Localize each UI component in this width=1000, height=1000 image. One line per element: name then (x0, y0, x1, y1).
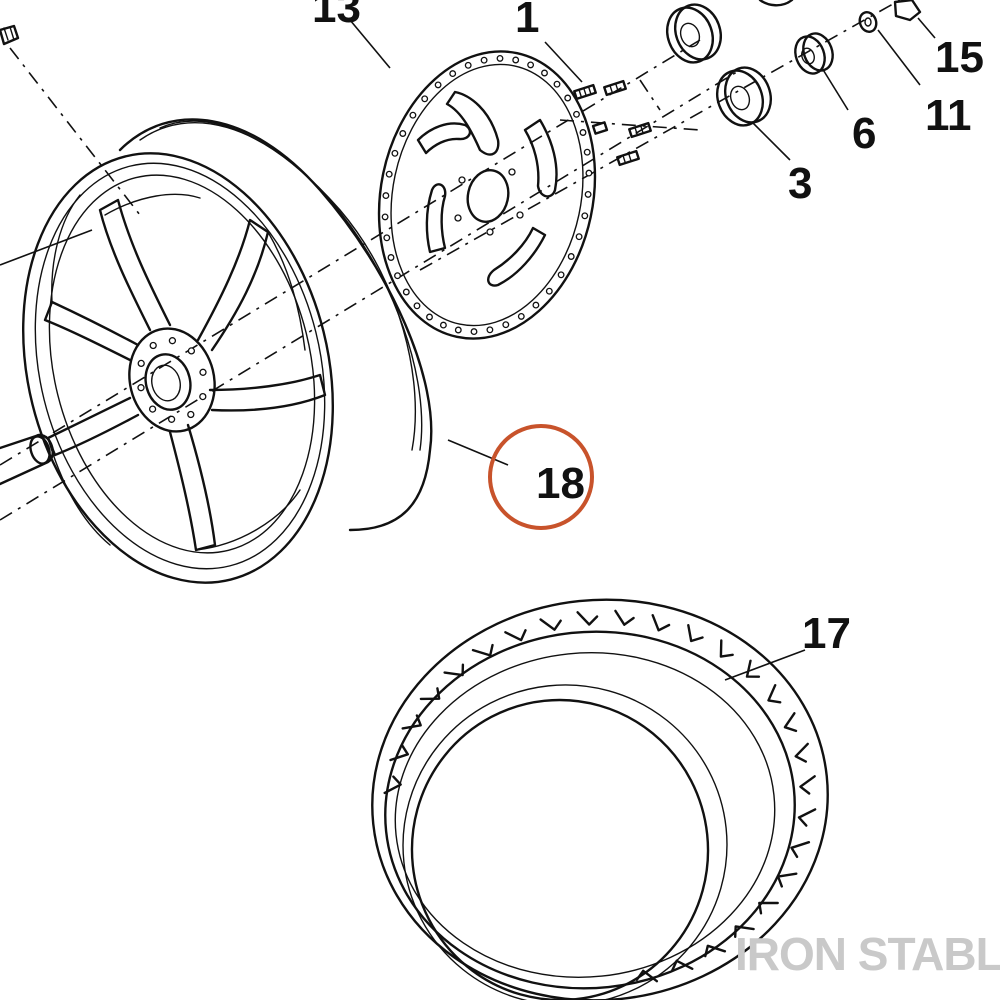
rotor-vent-hole (464, 61, 472, 69)
tread-block (671, 959, 694, 972)
rotor-vent-hole (399, 130, 407, 137)
hub-bolt-hole (187, 410, 195, 419)
rotor-vent-hole (470, 328, 478, 336)
hub-bolt-hole (199, 392, 207, 401)
tread-block (389, 744, 409, 762)
rotor-vent-hole (421, 95, 429, 103)
rotor-vent-hole (564, 94, 572, 102)
assembly-centerlines (0, 0, 901, 521)
rotor-vent-hole (567, 253, 575, 260)
tread-block (767, 684, 782, 704)
tread-block (539, 618, 562, 631)
rotor-vent-hole (409, 111, 417, 119)
rotor-vent-hole (553, 80, 561, 88)
highlight-circle (488, 424, 594, 530)
callout-3: 3 (788, 159, 812, 208)
rotor-vent-hole (383, 234, 391, 242)
rotor-vent-hole (579, 129, 587, 136)
tread-block (443, 663, 465, 677)
callout-17: 17 (802, 609, 851, 658)
rotor-vent-hole (382, 192, 390, 200)
rotor-vent-hole (394, 272, 401, 280)
rotor-vent-hole (532, 301, 540, 309)
tread-block (383, 775, 402, 795)
spacer-icon (758, 0, 922, 75)
tread-block (799, 775, 816, 795)
valve-stem-icon (0, 24, 20, 46)
leader-lines (0, 17, 936, 681)
rotor-vent-hole (545, 287, 553, 295)
screw-icon (573, 79, 652, 167)
tire-icon (371, 598, 829, 1000)
tread-block (776, 872, 798, 888)
rotor-vent-hole (480, 56, 488, 64)
hub-bolt-hole (148, 405, 157, 413)
callout-labels: 13 1 15 11 6 3 18 17 (312, 0, 984, 658)
rotor-vent-hole (402, 288, 410, 296)
rotor-vent-hole (486, 326, 494, 334)
rotor-vent-hole (583, 148, 591, 156)
callout-18: 18 (536, 459, 585, 508)
rotor-vent-hole (541, 69, 548, 77)
rotor-vent-hole (585, 169, 593, 177)
watermark-text: IRON STABLE (735, 928, 1000, 980)
tread-block (794, 742, 809, 763)
rotor-vent-hole (557, 271, 565, 279)
tread-block (635, 969, 659, 983)
rotor-vent-hole (434, 81, 442, 89)
tread-block (734, 925, 755, 938)
tread-block (419, 687, 441, 701)
hub-bolt-hole (168, 337, 177, 345)
tread-block (651, 614, 671, 632)
hub-bolt-hole (187, 347, 196, 355)
rotor-vent-hole (449, 70, 457, 78)
rotor-vent-hole (381, 213, 389, 221)
tread-block (471, 643, 494, 657)
hub-bolt-hole (137, 384, 145, 392)
rotor-vent-hole (439, 321, 447, 329)
rotor-vent-hole (584, 190, 592, 198)
rotor-vent-hole (454, 326, 462, 334)
bearing-icon (666, 3, 772, 127)
rotor-vent-hole (573, 110, 580, 118)
rotor-vent-hole (385, 170, 393, 178)
tread-block (758, 901, 779, 915)
tread-block (790, 841, 811, 859)
rotor-vent-hole (581, 212, 589, 220)
rotor-vent-hole (387, 254, 395, 261)
callout-6: 6 (852, 109, 876, 158)
wheel-rim-icon (21, 118, 433, 584)
tread-block (745, 659, 761, 678)
rotor-vent-hole (391, 149, 399, 157)
rotor-vent-hole (413, 302, 421, 310)
tread-block (401, 714, 422, 730)
rotor-vent-hole (527, 61, 535, 69)
tread-block (504, 629, 527, 642)
hub-bolt-hole (199, 368, 207, 376)
hub-bolt-hole (137, 359, 145, 368)
rotor-vent-hole (496, 54, 504, 62)
callout-11: 11 (925, 91, 972, 140)
hub-bolt-hole (167, 415, 176, 423)
rotor-vent-hole (512, 56, 520, 64)
rotor-vent-hole (575, 233, 583, 241)
tread-block (783, 712, 798, 733)
tread-block (704, 944, 727, 958)
rotor-vent-hole (426, 313, 433, 321)
rotor-vent-hole (502, 321, 510, 329)
tread-block (576, 611, 599, 626)
brake-rotor-icon (377, 50, 597, 340)
callout-13: 13 (312, 0, 361, 32)
tread-block (614, 609, 635, 626)
tread-block (687, 624, 704, 643)
rotor-vent-hole (517, 312, 525, 320)
callout-15: 15 (935, 33, 984, 82)
tread-block (719, 639, 734, 658)
callout-1: 1 (515, 0, 539, 42)
hub-bolt-hole (149, 341, 157, 350)
tread-block (797, 808, 817, 827)
